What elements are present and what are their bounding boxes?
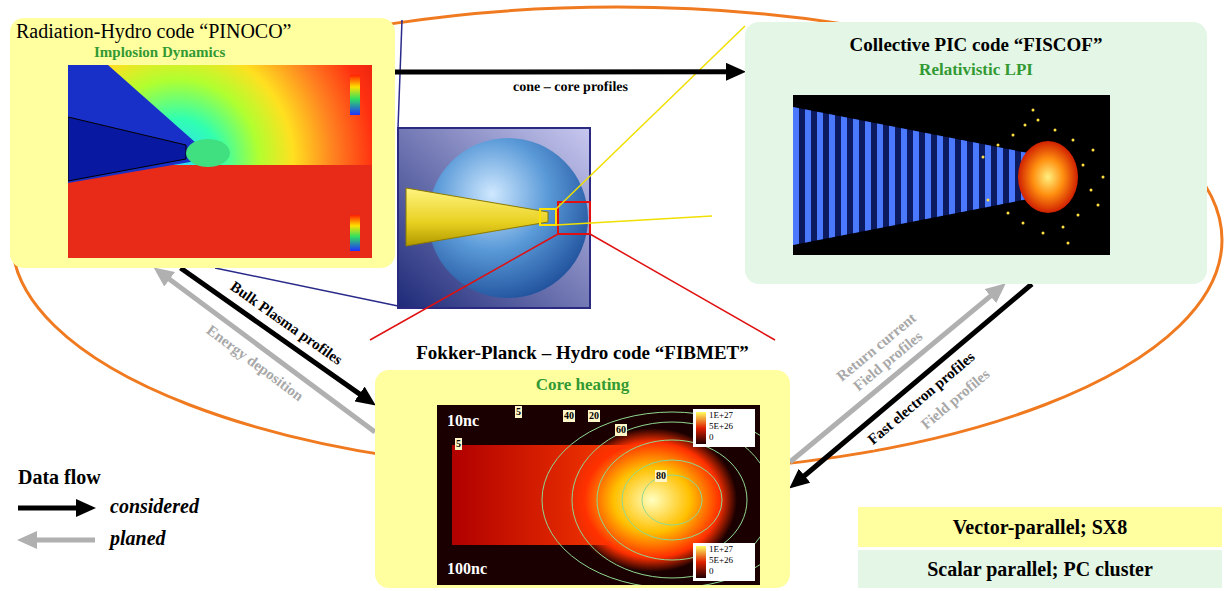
colorbar-value: 0 (709, 432, 714, 443)
illustration-part (987, 199, 990, 202)
legend-sample-arrow (28, 538, 95, 543)
illustration-part (793, 107, 1028, 245)
code-box: Fokker-Planck – Hydro code “FIBMET”Core … (375, 370, 790, 588)
code-title: Fokker-Planck – Hydro code “FIBMET” (416, 342, 749, 364)
legend-swatch: Vector-parallel; SX8 (858, 507, 1222, 547)
implosion-plot (68, 65, 372, 258)
zoom-leader (556, 26, 745, 209)
illustration-part (1090, 189, 1093, 192)
illustration-part (567, 428, 737, 572)
illustration-part (1092, 149, 1095, 152)
cone-shape (406, 188, 548, 246)
legend-heading: Data flow (18, 466, 101, 489)
colorbar-value: 5E+26 (709, 421, 733, 432)
illustration-part (1102, 176, 1105, 179)
illustration-part (642, 475, 702, 525)
illustration-part (622, 460, 722, 540)
data-flow-arrow (790, 290, 997, 462)
illustration-part (1024, 124, 1027, 127)
illustration-part (68, 65, 196, 183)
zoom-marker (540, 209, 556, 225)
illustration-part (1037, 119, 1040, 122)
contour-value: 60 (615, 424, 627, 436)
illustration-part (1067, 242, 1070, 245)
legend-swatch: Scalar parallel; PC cluster (858, 550, 1222, 588)
contour-value: 20 (588, 410, 600, 422)
legend-text: planed (110, 527, 166, 550)
code-box: Collective PIC code “FISCOF” Relativistic… (745, 22, 1207, 284)
data-flow-arrow (162, 274, 375, 432)
illustration-part (1018, 141, 1078, 213)
illustration-part (68, 65, 372, 258)
illustration-part (1054, 129, 1057, 132)
illustration-part (1082, 164, 1085, 167)
colorbar-value: 1E+27 (709, 410, 733, 421)
illustration-part (186, 139, 230, 167)
contour-value: 40 (563, 410, 575, 422)
colorbar-value: 5E+26 (709, 555, 733, 566)
colorbar-value: 0 (709, 566, 714, 577)
illustration-part (696, 546, 706, 578)
contour-value: 80 (655, 470, 667, 482)
illustration-part (793, 95, 1110, 255)
data-flow-arrow (395, 69, 735, 74)
model-subtitle: Implosion Dynamics (94, 44, 225, 61)
contour-value: 5 (515, 406, 522, 418)
data-flow-arrow (798, 284, 1032, 481)
model-subtitle: Relativistic LPI (919, 60, 1033, 80)
code-box: Radiation-Hydro code “PINOCO”Implosion D… (10, 18, 395, 268)
code-title: Collective PIC code “FISCOF” (850, 34, 1103, 56)
illustration-part (68, 117, 186, 181)
pic-plot (793, 95, 1110, 255)
illustration-part (997, 144, 1000, 147)
illustration-part (68, 165, 372, 258)
illustration-part (982, 109, 1105, 245)
illustration-part (1097, 204, 1100, 207)
case-label: 10nc (447, 412, 479, 430)
illustration-part (793, 107, 1028, 245)
zoom-leader (370, 234, 558, 340)
contour-value: 5 (455, 438, 462, 450)
illustration-part (1062, 226, 1065, 229)
illustration-part (437, 405, 760, 585)
illustration-part (1007, 212, 1010, 215)
zoom-leader (556, 216, 712, 225)
colorbar-value: 1E+27 (709, 544, 733, 555)
illustration-part (1012, 134, 1015, 137)
case-label: 100nc (447, 560, 487, 578)
illustration-part (693, 543, 755, 581)
illustration-part (1032, 109, 1035, 112)
illustration-part (1072, 139, 1075, 142)
code-title: Radiation-Hydro code “PINOCO” (16, 20, 292, 43)
illustration-part (1022, 222, 1025, 225)
legend-text: Scalar parallel; PC cluster (927, 558, 1153, 581)
illustration-part (693, 409, 755, 447)
illustration-part (350, 215, 360, 251)
legend-text: Vector-parallel; SX8 (953, 516, 1128, 539)
flow-label: cone – core profiles (509, 79, 630, 96)
legend-sample-arrow (18, 506, 85, 511)
legend-text: considered (110, 495, 199, 518)
zoom-marker (558, 202, 590, 234)
target-illustration (398, 128, 590, 308)
illustration-part (350, 75, 360, 115)
illustration-part (1042, 232, 1045, 235)
illustration-part (597, 440, 747, 560)
illustration-part (1077, 214, 1080, 217)
illustration-part (982, 156, 985, 159)
illustration-part (696, 412, 706, 444)
model-subtitle: Core heating (536, 375, 630, 395)
